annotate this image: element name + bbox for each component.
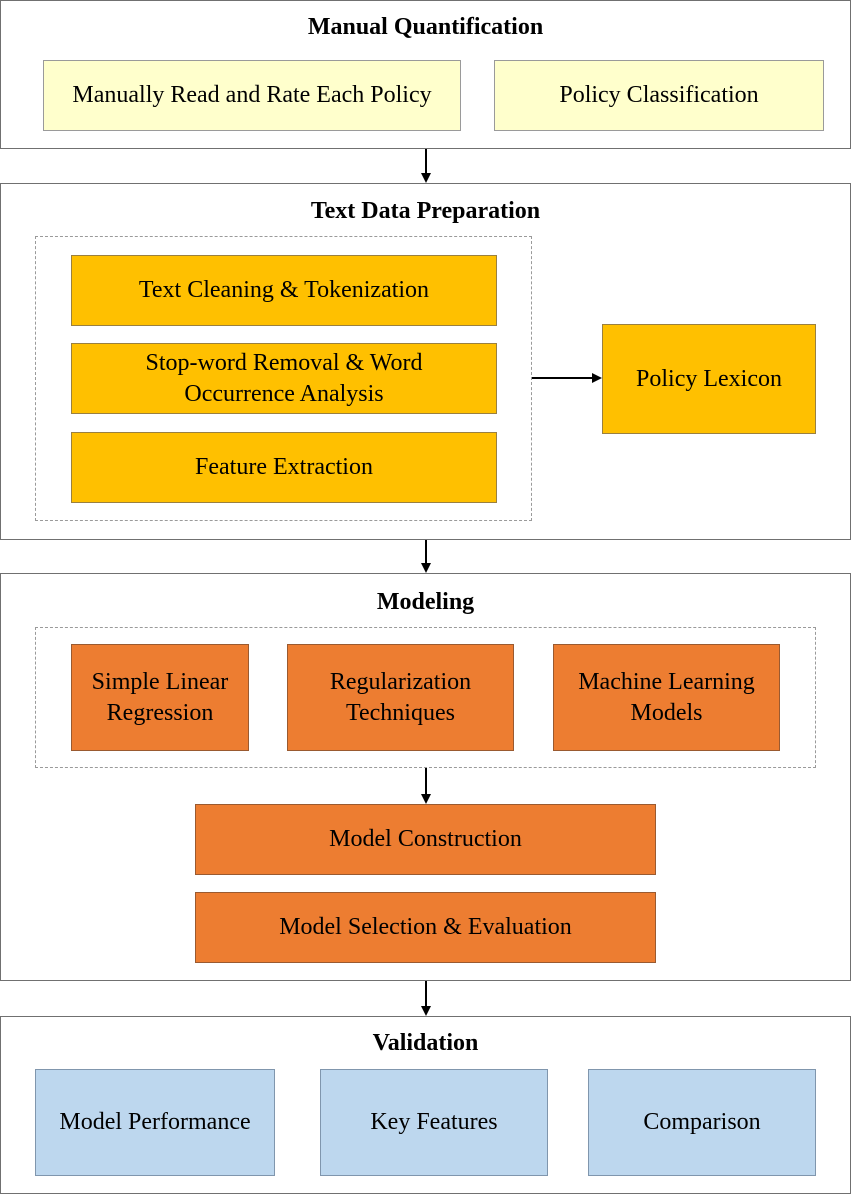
text-processing-group <box>35 236 532 521</box>
model-selection-box: Model Selection & Evaluation <box>195 892 656 963</box>
stopword-removal-box: Stop-word Removal & Word Occurrence Anal… <box>71 343 497 414</box>
comparison-box: Comparison <box>588 1069 816 1176</box>
model-performance-box: Model Performance <box>35 1069 275 1176</box>
feature-extraction-box: Feature Extraction <box>71 432 497 503</box>
manual-read-rate-box: Manually Read and Rate Each Policy <box>43 60 461 131</box>
manual-quantification-title: Manual Quantification <box>307 14 544 40</box>
modeling-methods-group <box>35 627 816 768</box>
policy-lexicon-box: Policy Lexicon <box>602 324 816 434</box>
text-data-preparation-title: Text Data Preparation <box>310 198 541 224</box>
policy-classification-box: Policy Classification <box>494 60 824 131</box>
model-construction-box: Model Construction <box>195 804 656 875</box>
regularization-techniques-box: Regularization Techniques <box>287 644 514 751</box>
validation-title: Validation <box>372 1030 479 1056</box>
machine-learning-models-box: Machine Learning Models <box>553 644 780 751</box>
key-features-box: Key Features <box>320 1069 548 1176</box>
modeling-title: Modeling <box>376 589 475 615</box>
text-cleaning-box: Text Cleaning & Tokenization <box>71 255 497 326</box>
simple-linear-regression-box: Simple Linear Regression <box>71 644 249 751</box>
